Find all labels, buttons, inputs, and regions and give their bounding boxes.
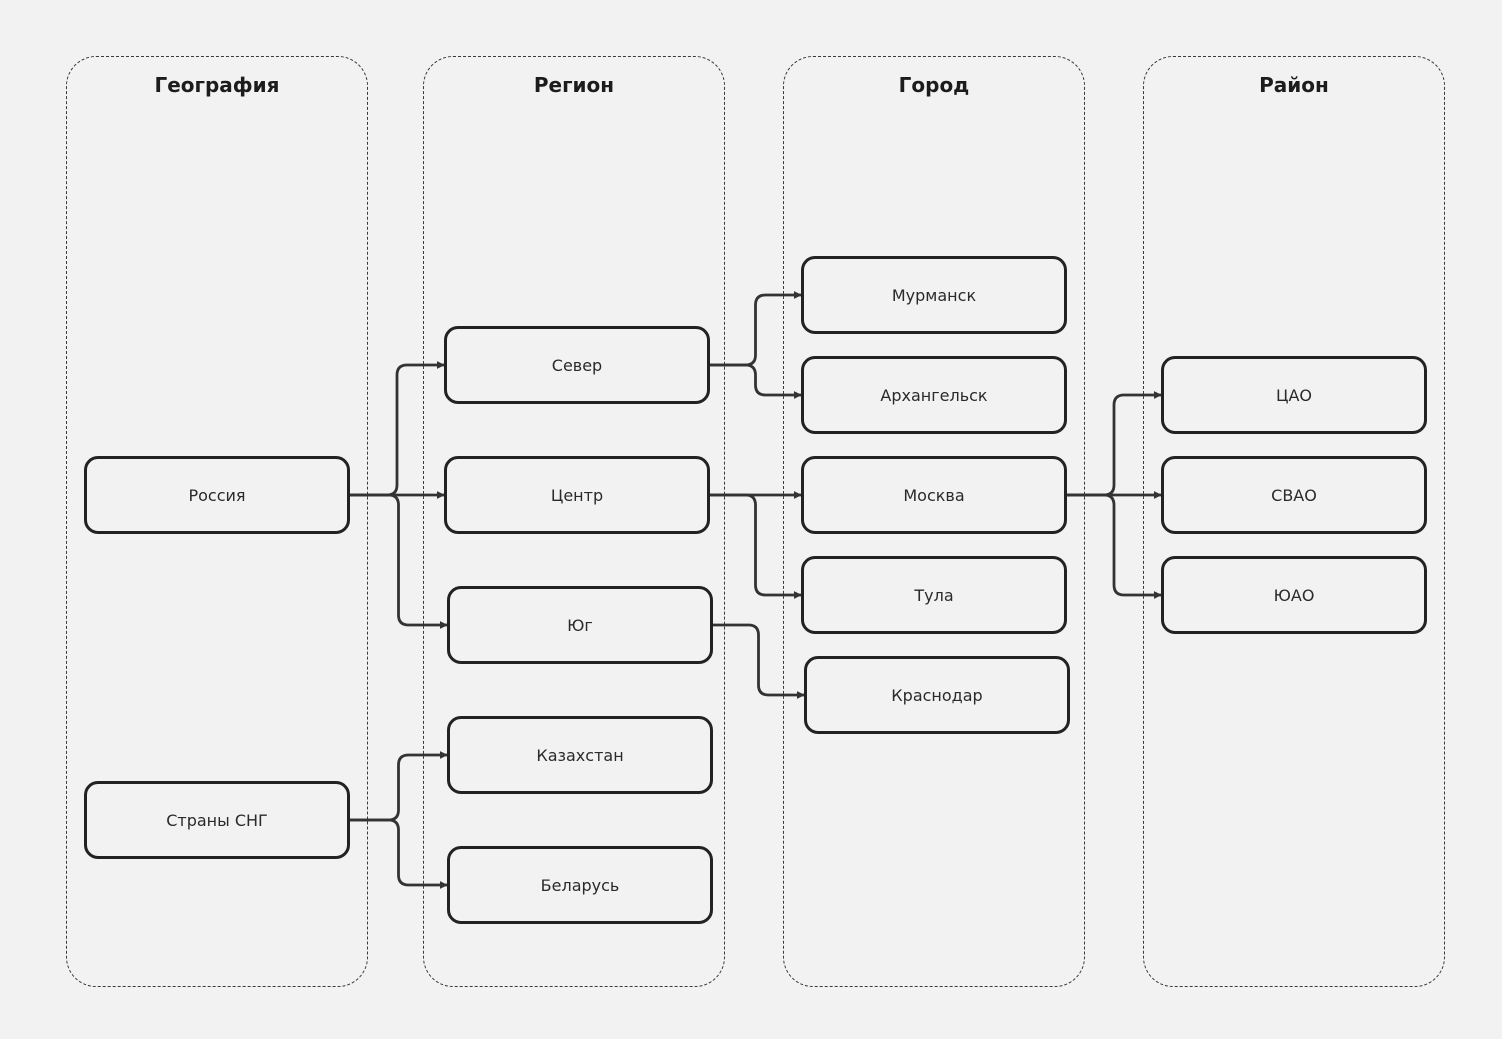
edge-center-to-tula: [710, 493, 802, 599]
node-label-south: Юг: [567, 615, 593, 635]
lane-title-region: Регион: [533, 73, 615, 97]
edge-russia-to-north: [350, 361, 445, 497]
node-belarus[interactable]: Беларусь: [447, 846, 713, 924]
node-label-yuao: ЮАО: [1273, 585, 1315, 605]
node-label-cao: ЦАО: [1276, 385, 1312, 405]
node-label-tula: Тула: [914, 585, 954, 605]
node-south[interactable]: Юг: [447, 586, 713, 664]
node-cis[interactable]: Страны СНГ: [84, 781, 350, 859]
node-label-moscow: Москва: [903, 485, 965, 505]
edge-south-to-krasnodar: [713, 623, 805, 699]
edge-north-to-arkhangelsk: [710, 363, 802, 399]
node-arkhangelsk[interactable]: Архангельск: [801, 356, 1067, 434]
lane-geography: География: [66, 56, 368, 987]
node-yuao[interactable]: ЮАО: [1161, 556, 1427, 634]
node-label-belarus: Беларусь: [540, 875, 620, 895]
edge-north-to-murmansk: [710, 291, 802, 367]
node-label-center: Центр: [550, 485, 604, 505]
lane-region: Регион: [423, 56, 725, 987]
edge-russia-to-south: [350, 493, 448, 629]
node-label-svao: СВАО: [1271, 485, 1317, 505]
lane-title-geography: География: [154, 73, 280, 97]
node-label-krasnodar: Краснодар: [891, 685, 983, 705]
node-label-north: Север: [551, 355, 603, 375]
lane-district: Район: [1143, 56, 1445, 987]
node-label-kazakhstan: Казахстан: [536, 745, 624, 765]
node-north[interactable]: Север: [444, 326, 710, 404]
lane-title-district: Район: [1259, 73, 1329, 97]
node-russia[interactable]: Россия: [84, 456, 350, 534]
edge-cis-to-belarus: [350, 818, 448, 889]
node-label-cis: Страны СНГ: [166, 810, 268, 830]
edge-moscow-to-cao: [1067, 391, 1162, 497]
node-label-murmansk: Мурманск: [891, 285, 977, 305]
node-label-russia: Россия: [188, 485, 246, 505]
node-krasnodar[interactable]: Краснодар: [804, 656, 1070, 734]
node-center[interactable]: Центр: [444, 456, 710, 534]
node-tula[interactable]: Тула: [801, 556, 1067, 634]
lane-title-city: Город: [898, 73, 970, 97]
node-moscow[interactable]: Москва: [801, 456, 1067, 534]
edge-cis-to-kazakhstan: [350, 751, 448, 822]
node-cao[interactable]: ЦАО: [1161, 356, 1427, 434]
node-kazakhstan[interactable]: Казахстан: [447, 716, 713, 794]
node-svao[interactable]: СВАО: [1161, 456, 1427, 534]
lane-city: Город: [783, 56, 1085, 987]
edge-moscow-to-yuao: [1067, 493, 1162, 599]
node-label-arkhangelsk: Архангельск: [880, 385, 988, 405]
node-murmansk[interactable]: Мурманск: [801, 256, 1067, 334]
